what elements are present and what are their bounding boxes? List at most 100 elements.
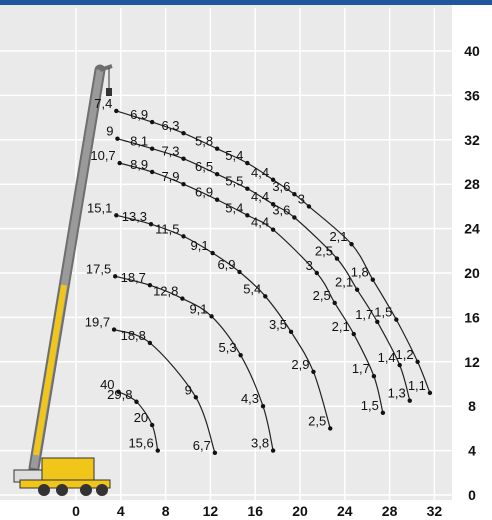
y-axis-panel: [452, 5, 492, 520]
load-value-label: 2,5: [313, 288, 331, 303]
load-value-label: 17,5: [86, 261, 111, 276]
x-tick-label: 8: [162, 503, 170, 519]
load-value-label: 1,5: [361, 398, 379, 413]
crane-jib: [99, 64, 113, 72]
load-value-label: 13,3: [122, 209, 147, 224]
load-value-label: 5,3: [219, 340, 237, 355]
load-value-label: 3,6: [272, 203, 290, 218]
load-value-label: 5,8: [195, 134, 213, 149]
load-point: [332, 300, 337, 306]
load-point: [193, 395, 199, 400]
load-value-label: 6,5: [195, 159, 213, 174]
load-value-label: 6,3: [161, 118, 179, 133]
load-point: [260, 404, 266, 409]
x-tick-label: 12: [203, 503, 219, 519]
load-point: [349, 241, 354, 247]
y-tick-label: 28: [464, 176, 480, 192]
load-point: [181, 156, 186, 161]
y-tick-label: 4: [468, 443, 476, 459]
load-point: [113, 274, 118, 279]
load-point: [397, 362, 402, 368]
y-tick-label: 8: [468, 398, 476, 414]
load-value-label: 3: [298, 191, 305, 206]
y-tick-label: 0: [468, 487, 476, 503]
load-value-label: 6,7: [193, 438, 211, 453]
load-point: [180, 296, 185, 301]
load-value-label: 2,1: [335, 275, 353, 290]
load-value-label: 2,9: [291, 357, 309, 372]
load-point: [407, 398, 412, 403]
load-value-label: 1,1: [408, 378, 426, 393]
load-point: [375, 319, 380, 325]
load-value-label: 2,5: [315, 244, 333, 259]
load-value-label: 11,5: [155, 221, 179, 236]
load-point: [380, 410, 386, 416]
wheel: [80, 484, 92, 496]
load-value-label: 1,7: [352, 361, 370, 376]
load-point: [214, 172, 220, 177]
load-value-label: 8,9: [130, 157, 148, 172]
load-curves: 7,46,96,35,85,44,43,632,11,81,51,21,198,…: [85, 96, 433, 456]
load-point: [245, 213, 250, 218]
load-point: [415, 359, 420, 364]
crane-illustration: [13, 64, 113, 496]
load-value-label: 4,4: [251, 189, 269, 204]
load-point: [214, 146, 220, 151]
x-tick-label: 20: [292, 503, 308, 519]
load-value-label: 9: [106, 124, 113, 139]
load-point: [245, 186, 250, 191]
load-curve-7: [118, 391, 159, 451]
y-tick-label: 36: [464, 87, 480, 103]
crane-body: [41, 457, 95, 481]
load-value-label: 1,3: [388, 386, 406, 401]
load-point: [147, 283, 153, 288]
load-point: [209, 314, 214, 319]
load-point: [354, 287, 360, 292]
load-value-label: 1,5: [374, 305, 392, 320]
load-value-label: 15,6: [128, 436, 153, 451]
load-point: [149, 422, 155, 428]
load-value-label: 10,7: [90, 148, 115, 163]
load-value-label: 9,1: [191, 238, 209, 253]
x-tick-label: 16: [247, 503, 263, 519]
crane-boom-base: [33, 284, 67, 456]
wheel: [56, 484, 68, 496]
load-value-label: 5,4: [225, 200, 243, 215]
header-stripe: [0, 0, 492, 5]
load-value-label: 6,9: [195, 185, 213, 200]
x-tick-label: 32: [427, 503, 443, 519]
load-value-label: 4,3: [241, 391, 259, 406]
load-value-label: 2,1: [332, 319, 350, 334]
load-point: [328, 426, 333, 431]
load-value-label: 9,1: [189, 301, 207, 316]
load-point: [149, 119, 155, 125]
load-value-label: 6,9: [217, 257, 235, 272]
y-tick-label: 12: [464, 354, 480, 370]
load-value-label: 20: [134, 410, 148, 425]
y-tick-label: 16: [464, 309, 480, 325]
load-point: [147, 340, 153, 346]
load-point: [210, 250, 215, 256]
load-point: [370, 277, 375, 282]
load-point: [263, 294, 268, 299]
load-value-label: 18,7: [121, 270, 146, 285]
load-value-label: 5,4: [225, 148, 243, 163]
load-point: [134, 399, 139, 404]
load-curve-2: [117, 138, 411, 401]
load-point: [270, 177, 276, 182]
load-point: [292, 215, 297, 220]
x-tick-label: 24: [337, 503, 353, 519]
load-value-label: 12,8: [153, 284, 178, 299]
load-point: [306, 204, 312, 209]
x-tick-label: 0: [72, 503, 80, 519]
x-tick-label: 4: [117, 503, 125, 519]
load-point: [155, 448, 160, 453]
load-point: [270, 227, 276, 232]
load-point: [334, 256, 340, 261]
load-point: [351, 331, 356, 337]
load-point: [394, 317, 399, 322]
